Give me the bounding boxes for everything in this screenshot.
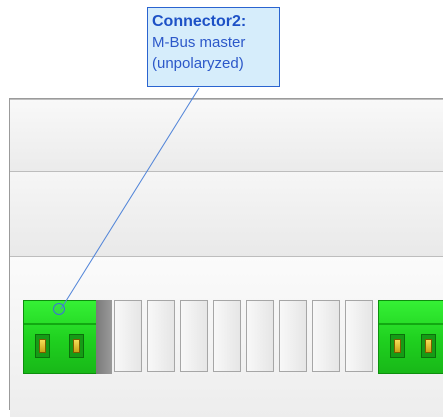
housing-middle-band [10,171,443,256]
module-slot-8 [345,300,373,372]
right-screw-terminal-1 [390,334,405,358]
screw-core-right [73,339,80,353]
target-circle-icon [53,303,65,315]
callout-line-1: M-Bus master [152,34,246,51]
callout-line-2: (unpolaryzed) [152,55,244,72]
callout-title: Connector2: [152,13,247,30]
screw-terminal-right [69,334,84,358]
module-slot-7 [312,300,340,372]
screw-core-left [39,339,46,353]
right-screw-core-1 [394,339,401,353]
module-slot-4 [213,300,241,372]
module-slot-3 [180,300,208,372]
left-spacer-block [96,300,112,374]
connector2-ridge [24,323,96,325]
right-terminal-block [378,300,443,374]
right-screw-core-2 [425,339,432,353]
module-slot-1 [114,300,142,372]
screw-terminal-left [35,334,50,358]
right-screw-terminal-2 [421,334,436,358]
module-slot-6 [279,300,307,372]
module-slot-5 [246,300,274,372]
module-slot-2 [147,300,175,372]
connector2-callout: Connector2: M-Bus master (unpolaryzed) [147,7,280,87]
housing-top-band [10,99,443,171]
right-terminal-ridge [379,323,443,325]
